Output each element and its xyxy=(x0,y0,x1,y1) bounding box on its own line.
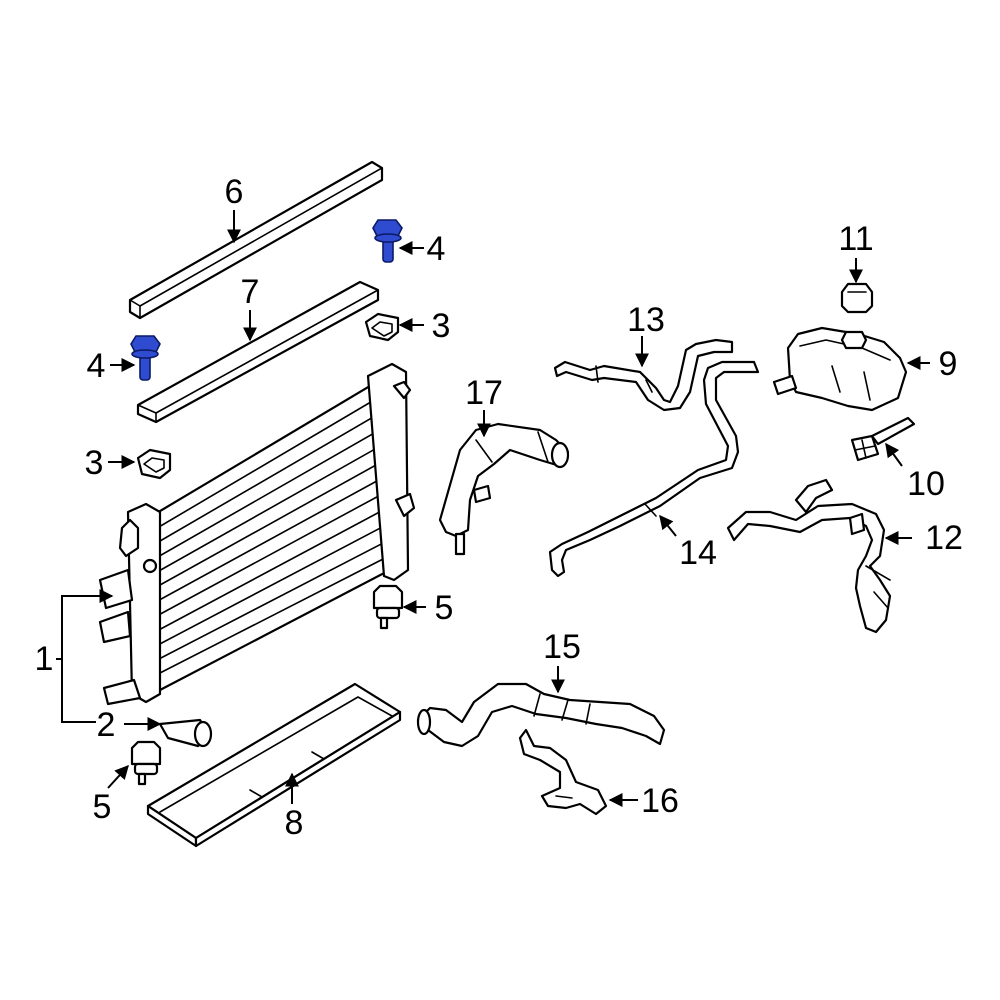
callout-7: 7 xyxy=(241,273,260,311)
part-14-coolant-pipe xyxy=(548,360,760,578)
part-6-upper-seal xyxy=(128,160,384,320)
part-4-bolt-upper xyxy=(372,219,403,263)
callout-5-left: 5 xyxy=(93,788,112,826)
part-5-sensor-left xyxy=(130,740,162,786)
leader-lines xyxy=(56,210,930,807)
callout-13: 13 xyxy=(627,301,665,339)
part-13-coolant-pipe xyxy=(553,338,734,412)
part-5-sensor-right xyxy=(372,584,404,630)
callout-16: 16 xyxy=(641,782,679,820)
callout-8: 8 xyxy=(285,804,304,842)
part-9-coolant-reservoir xyxy=(772,326,908,412)
callout-12: 12 xyxy=(925,519,963,557)
part-12-hose xyxy=(726,478,892,634)
part-4-bolt-lower xyxy=(130,335,161,381)
callout-3-lower: 3 xyxy=(85,444,104,482)
callout-4-lower: 4 xyxy=(87,347,106,385)
part-2-drain-plug xyxy=(158,718,213,748)
callout-17: 17 xyxy=(465,374,503,412)
callout-2: 2 xyxy=(97,706,116,744)
callout-14: 14 xyxy=(679,534,717,572)
callout-11: 11 xyxy=(838,220,873,258)
callout-9: 9 xyxy=(939,345,958,383)
part-7-lower-seal xyxy=(136,280,380,424)
part-10-level-sensor xyxy=(850,416,916,462)
callout-15: 15 xyxy=(543,628,581,666)
bolt-flange xyxy=(374,233,402,243)
part-3-clip-upper xyxy=(364,312,400,342)
part-15-hose xyxy=(416,682,666,748)
part-3-clip-lower xyxy=(136,448,172,480)
callout-6: 6 xyxy=(225,173,244,211)
callout-3-upper: 3 xyxy=(432,307,451,345)
callout-5-right: 5 xyxy=(435,589,454,627)
bolt-flange xyxy=(131,349,159,359)
callout-labels: 6 4 7 3 4 3 11 13 9 17 10 12 14 5 1 15 2… xyxy=(35,173,963,842)
part-8-lower-deflector xyxy=(146,682,402,848)
part-16-bracket xyxy=(518,728,608,816)
callout-4-upper: 4 xyxy=(427,230,446,268)
callout-1: 1 xyxy=(35,640,54,678)
radiator-fins xyxy=(146,395,390,675)
part-11-reservoir-cap xyxy=(840,282,874,314)
part-17-hose xyxy=(438,422,570,556)
part-1-radiator xyxy=(98,362,416,706)
callout-10: 10 xyxy=(907,465,945,503)
